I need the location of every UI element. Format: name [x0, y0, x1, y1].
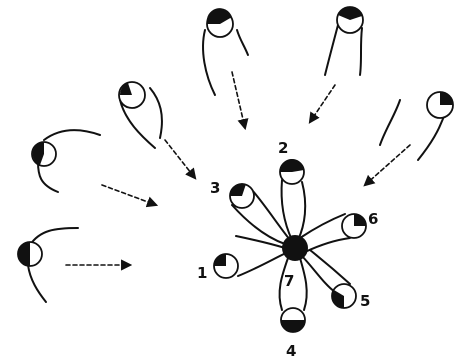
arm-5	[302, 250, 356, 308]
approaching-figure-e	[32, 130, 100, 192]
label-1: 1	[197, 264, 207, 282]
arm-6	[300, 214, 366, 252]
approaching-figure-a	[203, 8, 248, 95]
arm-4	[280, 258, 307, 332]
central-gathering	[214, 159, 366, 332]
label-2: 2	[278, 139, 288, 157]
label-7: 7	[284, 272, 294, 290]
approaching-figure-d	[380, 92, 453, 160]
center-hub	[282, 235, 308, 261]
label-4: 4	[286, 342, 296, 360]
arm-2	[280, 159, 305, 240]
approaching-figure-b	[325, 7, 363, 75]
arrow-a	[232, 72, 245, 128]
arrow-d	[365, 145, 410, 185]
label-5: 5	[360, 292, 370, 310]
approaching-figure-c	[119, 82, 162, 148]
label-3: 3	[210, 179, 220, 197]
arm-1	[214, 236, 288, 278]
label-6: 6	[368, 210, 378, 228]
arrow-b	[310, 85, 335, 122]
arrow-e	[102, 185, 156, 205]
arrow-c	[165, 140, 195, 178]
